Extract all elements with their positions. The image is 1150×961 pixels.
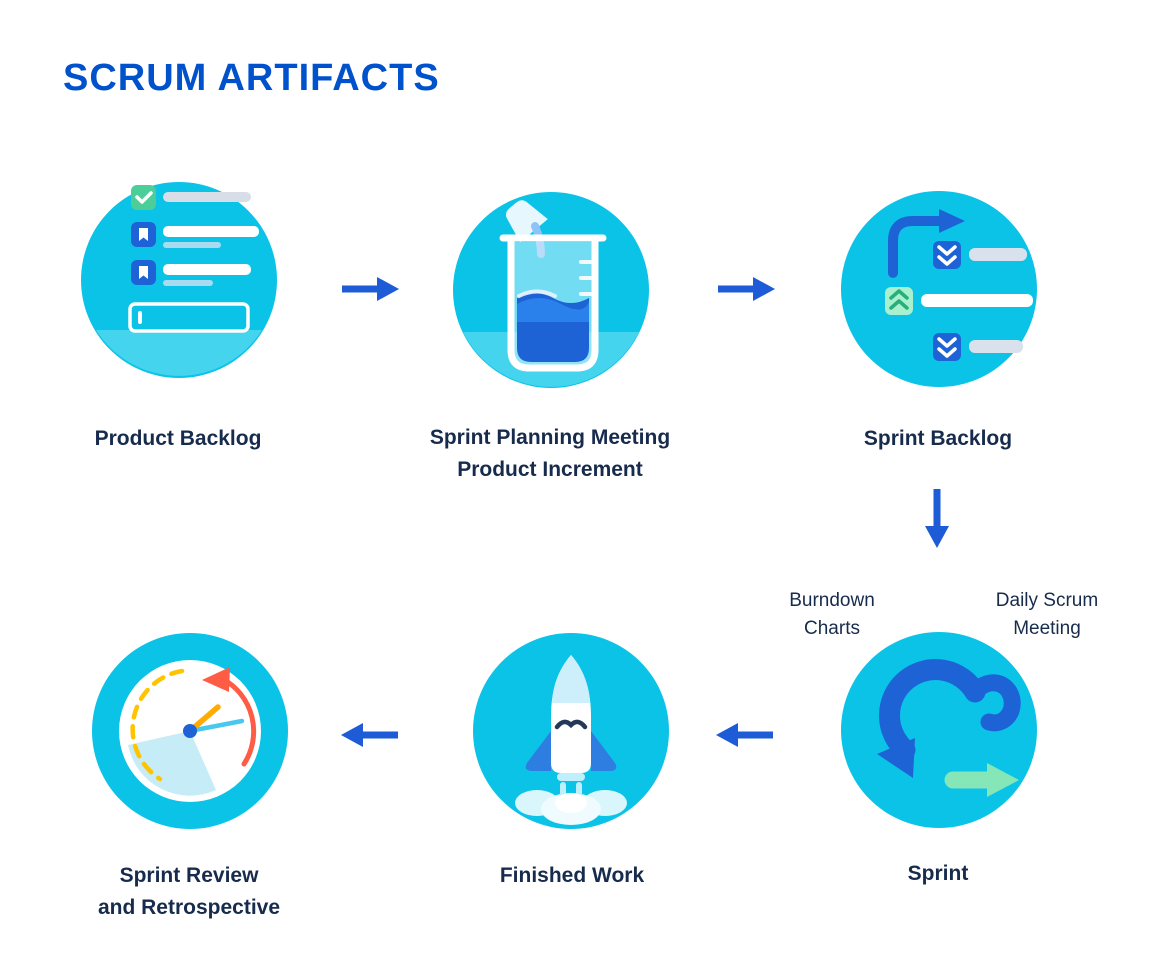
label-sprint-review: Sprint Review and Retrospective xyxy=(19,860,359,924)
right-arrow-icon xyxy=(718,277,775,301)
node-sprint-review xyxy=(92,633,288,829)
left-arrow-icon xyxy=(341,723,398,747)
node-product-backlog xyxy=(81,182,277,378)
label-sprint-planning-line1: Sprint Planning Meeting xyxy=(429,426,671,449)
label-sprint-review-line1: Sprint Review xyxy=(119,864,259,887)
sprint-loop-icon xyxy=(841,632,1037,828)
label-finished-work: Finished Work xyxy=(499,864,645,887)
beaker-icon xyxy=(453,192,649,388)
label-sprint: Sprint xyxy=(907,862,969,885)
annotation-daily-scrum-meeting: Daily Scrum Meeting xyxy=(952,587,1142,643)
arrow-sprint-backlog-to-sprint xyxy=(921,486,953,550)
backlog-checklist-icon xyxy=(81,182,277,378)
prioritized-list-icon xyxy=(841,191,1037,387)
left-arrow-icon xyxy=(716,723,773,747)
label-sprint-backlog: Sprint Backlog xyxy=(863,427,1013,450)
page-title: SCRUM ARTIFACTS xyxy=(63,57,440,99)
arrow-sprint-to-finished-work xyxy=(714,719,776,751)
node-sprint xyxy=(841,632,1037,828)
annotation-daily-scrum-line1: Daily Scrum xyxy=(995,590,1099,611)
arrow-product-to-planning xyxy=(339,273,401,305)
right-arrow-icon xyxy=(342,277,399,301)
arrow-finished-work-to-review xyxy=(339,719,401,751)
annotation-burndown-charts: Burndown Charts xyxy=(737,587,927,643)
label-sprint-planning: Sprint Planning Meeting Product Incremen… xyxy=(380,422,720,486)
node-sprint-backlog xyxy=(841,191,1037,387)
node-sprint-planning xyxy=(453,192,649,388)
clock-icon xyxy=(92,633,288,829)
annotation-daily-scrum-line2: Meeting xyxy=(1013,618,1081,639)
node-finished-work xyxy=(473,633,669,829)
down-arrow-icon xyxy=(925,489,949,548)
label-sprint-planning-line2: Product Increment xyxy=(457,458,643,481)
label-sprint-review-line2: and Retrospective xyxy=(97,896,281,919)
label-product-backlog: Product Backlog xyxy=(94,427,262,450)
arrow-planning-to-sprint-backlog xyxy=(715,273,777,305)
rocket-icon xyxy=(473,633,669,829)
annotation-burndown-line1: Burndown xyxy=(789,590,875,611)
annotation-burndown-line2: Charts xyxy=(804,618,860,639)
